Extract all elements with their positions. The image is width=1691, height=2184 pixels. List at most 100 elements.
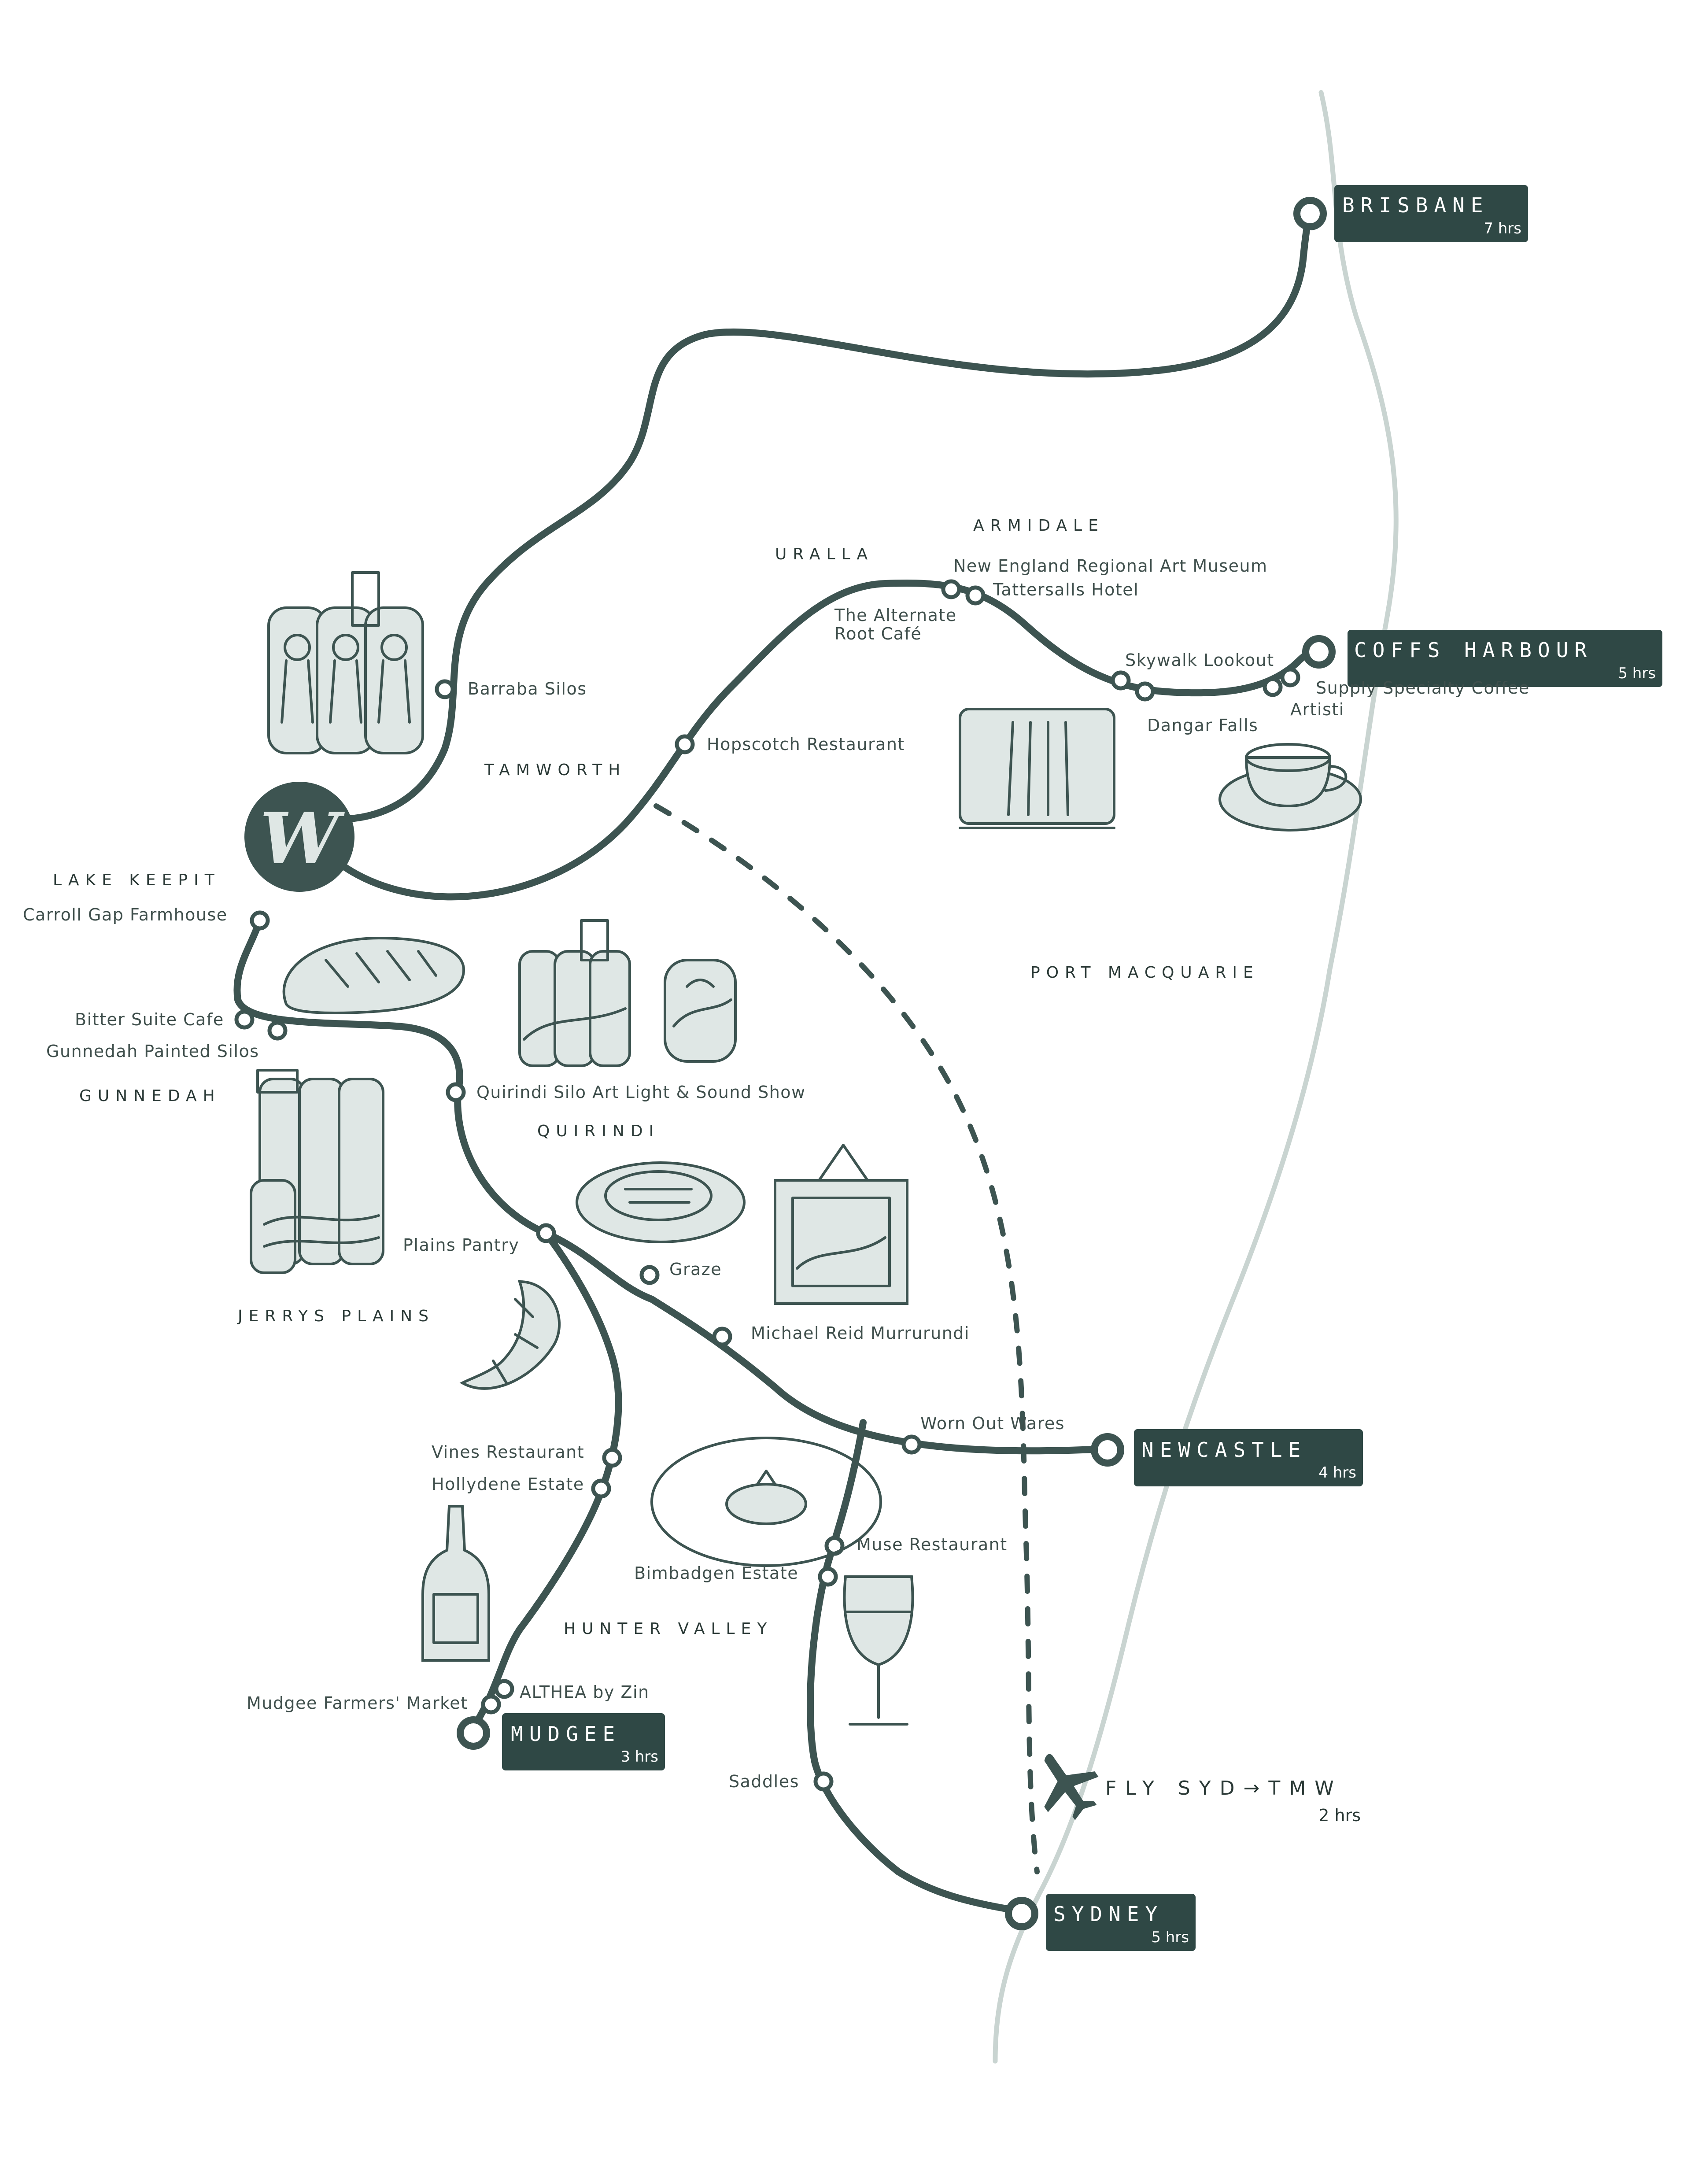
stop-tattersalls[interactable] xyxy=(965,585,986,606)
label-worn-out-wares: Worn Out Wares xyxy=(920,1414,1065,1433)
route-brisbane xyxy=(336,210,1314,823)
town-gunnedah: GUNNEDAH xyxy=(79,1087,221,1105)
stop-worn-out-wares[interactable] xyxy=(901,1434,922,1455)
label-mudgee-market: Mudgee Farmers' Market xyxy=(247,1693,468,1713)
badge-newcastle-name: NEWCASTLE xyxy=(1141,1438,1307,1462)
stop-hopscotch[interactable] xyxy=(675,734,695,754)
label-vines: Vines Restaurant xyxy=(432,1442,584,1462)
label-hopscotch: Hopscotch Restaurant xyxy=(707,735,905,754)
stop-gunnedah-silos[interactable] xyxy=(267,1020,288,1041)
badge-mudgee-time: 3 hrs xyxy=(620,1748,658,1766)
label-althea: ALTHEA by Zin xyxy=(520,1682,650,1702)
coffee-cup-icon xyxy=(1218,743,1362,831)
town-tamworth: TAMWORTH xyxy=(484,761,626,779)
badge-newcastle-time: 4 hrs xyxy=(1318,1464,1356,1482)
stop-hollydene[interactable] xyxy=(591,1478,611,1499)
badge-brisbane-name: BRISBANE xyxy=(1342,193,1489,217)
stop-barraba-silos[interactable] xyxy=(435,679,455,699)
silo-art-icon xyxy=(267,571,424,754)
stop-saddles[interactable] xyxy=(813,1771,834,1792)
badge-coffs-name: COFFS HARBOUR xyxy=(1354,638,1593,662)
terminal-brisbane[interactable] xyxy=(1293,197,1327,230)
route-sydney xyxy=(807,1419,1025,1915)
flight-path xyxy=(654,803,1040,1874)
label-plains-pantry: Plains Pantry xyxy=(403,1235,519,1255)
label-supply-coffee: Supply Specialty Coffee xyxy=(1316,678,1530,698)
bread-icon xyxy=(282,936,465,1015)
label-tattersalls: Tattersalls Hotel xyxy=(993,580,1139,599)
label-alternate-root-2: Root Café xyxy=(834,624,922,643)
terminal-mudgee[interactable] xyxy=(457,1716,490,1750)
label-carroll-gap: Carroll Gap Farmhouse xyxy=(23,905,228,924)
badge-newcastle[interactable]: NEWCASTLE 4 hrs xyxy=(1134,1429,1363,1486)
town-armidale: ARMIDALE xyxy=(973,517,1104,535)
badge-sydney-time: 5 hrs xyxy=(1151,1929,1189,1946)
stop-markers xyxy=(234,579,1300,1792)
badge-mudgee[interactable]: MUDGEE 3 hrs xyxy=(502,1713,665,1770)
label-dangar-falls: Dangar Falls xyxy=(1147,716,1258,735)
wine-glass-icon xyxy=(843,1575,914,1726)
steak-icon xyxy=(576,1161,746,1243)
label-muse: Muse Restaurant xyxy=(857,1535,1008,1554)
gunnedah-silo-icon xyxy=(664,959,737,1063)
town-uralla: URALLA xyxy=(775,545,874,563)
flight-label: FLY SYD→TMW xyxy=(1105,1777,1343,1800)
terminal-coffs[interactable] xyxy=(1302,635,1336,669)
wanderlust-logo[interactable]: W xyxy=(244,782,354,892)
town-quirindi: QUIRINDI xyxy=(537,1122,660,1140)
badge-mudgee-name: MUDGEE xyxy=(511,1722,621,1746)
label-artisti: Artisti xyxy=(1290,700,1344,719)
stop-bitter-suite[interactable] xyxy=(234,1009,255,1030)
label-alternate-root-1: The Alternate xyxy=(834,606,957,625)
stop-althea[interactable] xyxy=(494,1679,514,1699)
croissant-icon xyxy=(459,1280,561,1390)
terminal-sydney[interactable] xyxy=(1005,1897,1038,1930)
stop-plains-pantry[interactable] xyxy=(536,1223,556,1243)
stop-alternate-root[interactable] xyxy=(941,579,961,599)
label-saddles: Saddles xyxy=(729,1772,799,1791)
stop-quirindi-silo[interactable] xyxy=(446,1082,466,1102)
airplane-icon xyxy=(1044,1754,1099,1820)
stop-artisti[interactable] xyxy=(1280,667,1300,687)
stop-carroll-gap[interactable] xyxy=(250,910,270,931)
stop-bimbadgen[interactable] xyxy=(818,1567,838,1587)
town-lake-keepit: LAKE KEEPIT xyxy=(53,871,221,889)
town-port-macquarie: PORT MACQUARIE xyxy=(1030,964,1259,982)
label-bitter-suite: Bitter Suite Cafe xyxy=(75,1010,224,1029)
stop-skywalk[interactable] xyxy=(1111,670,1131,691)
badge-coffs-time: 5 hrs xyxy=(1618,665,1656,682)
coastline xyxy=(993,90,1399,2064)
quirindi-silo-icon xyxy=(518,919,631,1067)
badge-sydney-name: SYDNEY xyxy=(1053,1902,1163,1926)
label-michael-reid: Michael Reid Murrurundi xyxy=(751,1323,970,1343)
badge-sydney[interactable]: SYDNEY 5 hrs xyxy=(1046,1894,1196,1951)
stop-supply-coffee[interactable] xyxy=(1263,677,1283,697)
stop-mudgee-market[interactable] xyxy=(481,1694,501,1715)
label-barraba-silos: Barraba Silos xyxy=(468,679,587,698)
label-quirindi-silo: Quirindi Silo Art Light & Sound Show xyxy=(476,1083,806,1102)
flight-time: 2 hrs xyxy=(1318,1806,1361,1825)
badge-brisbane-time: 7 hrs xyxy=(1484,220,1521,237)
plated-dish-icon xyxy=(650,1437,882,1567)
stop-vines[interactable] xyxy=(602,1448,622,1468)
stop-michael-reid[interactable] xyxy=(712,1327,732,1347)
terminal-newcastle[interactable] xyxy=(1091,1433,1124,1467)
stop-dangar-falls[interactable] xyxy=(1135,681,1155,702)
town-jerrys-plains: JERRYS PLAINS xyxy=(237,1307,435,1325)
town-hunter-valley: HUNTER VALLEY xyxy=(564,1620,773,1638)
painting-icon xyxy=(774,1144,908,1305)
gunnedah-painted-silos-icon xyxy=(250,1069,384,1274)
label-hollydene: Hollydene Estate xyxy=(432,1474,584,1494)
stop-graze[interactable] xyxy=(639,1265,660,1285)
label-ne-art-museum: New England Regional Art Museum xyxy=(953,556,1268,576)
route-coffs xyxy=(336,579,1320,901)
badge-brisbane[interactable]: BRISBANE 7 hrs xyxy=(1334,185,1528,242)
wine-bottle-icon xyxy=(421,1505,490,1662)
logo-letter: W xyxy=(260,797,345,880)
route-south-trunk xyxy=(233,917,1107,1455)
waterfall-icon xyxy=(959,708,1115,829)
label-skywalk: Skywalk Lookout xyxy=(1125,650,1274,670)
label-graze: Graze xyxy=(669,1260,722,1279)
badge-coffs-harbour[interactable]: COFFS HARBOUR 5 hrs xyxy=(1348,630,1662,687)
